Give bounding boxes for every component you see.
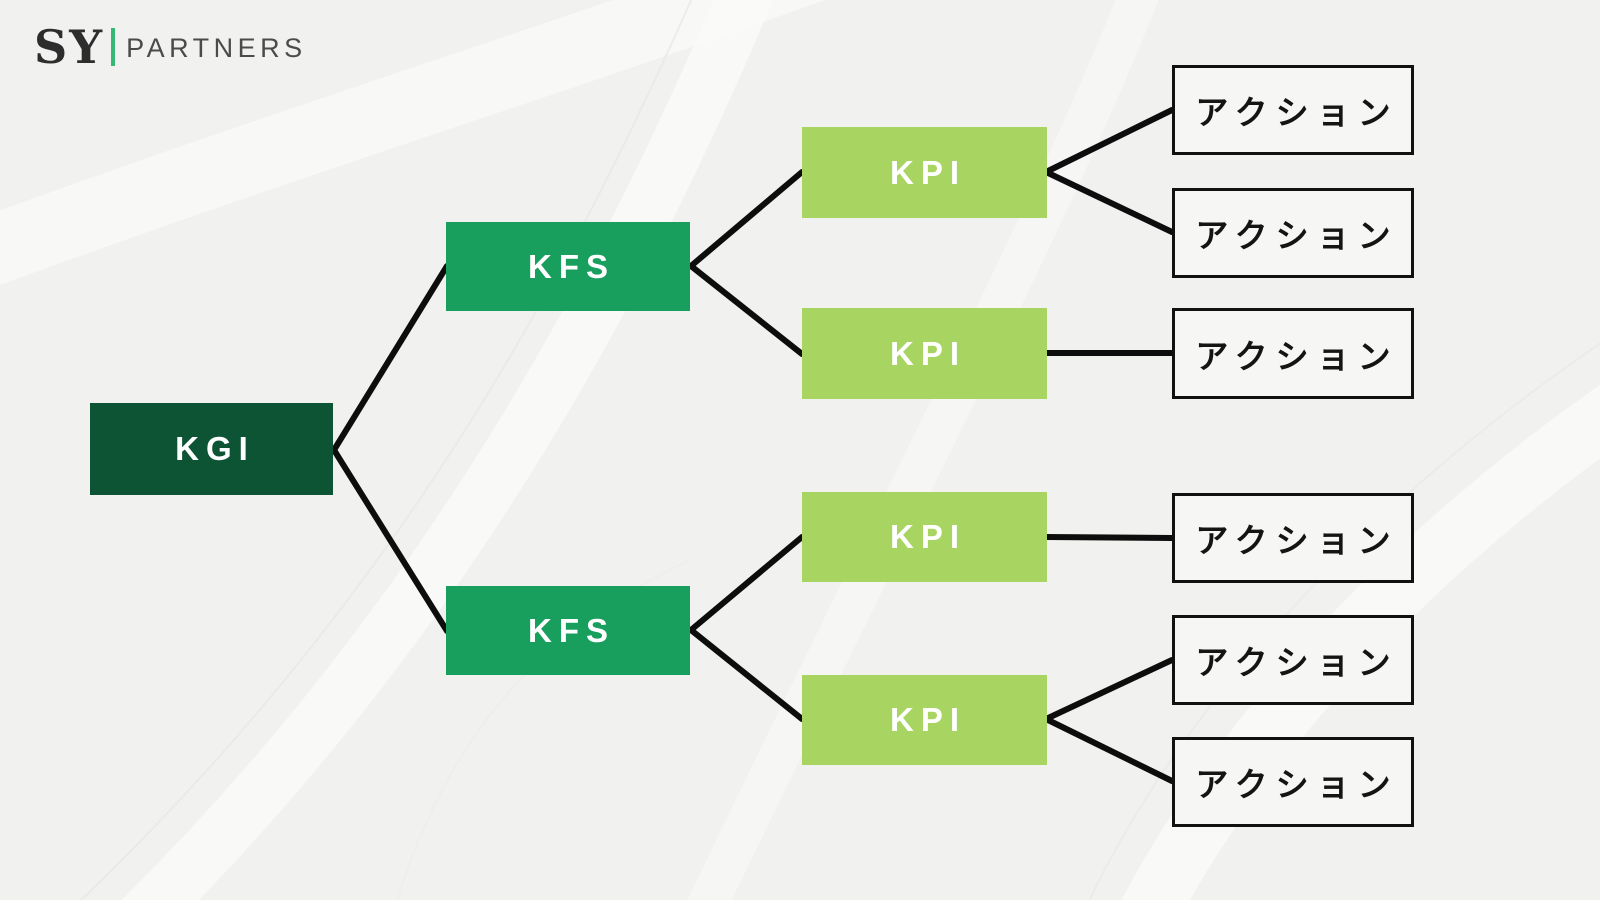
logo-divider-bar [111, 28, 116, 66]
node-kpi-3: KPI [802, 492, 1047, 582]
node-action-3: アクション [1172, 308, 1414, 399]
node-kpi-4: KPI [802, 675, 1047, 765]
connector-kpi4-action5 [1043, 657, 1175, 722]
connector-kpi3-action4 [1043, 534, 1175, 541]
node-action-1: アクション [1172, 65, 1414, 155]
connector-kgi-kfs2 [331, 447, 450, 634]
node-action-5: アクション [1172, 615, 1414, 705]
node-kfs-2: KFS [446, 586, 690, 675]
connector-kpi4-action6 [1043, 716, 1175, 784]
connector-kfs2-kpi3 [688, 534, 805, 633]
logo: SY PARTNERS [34, 20, 307, 74]
node-kfs-1: KFS [446, 222, 690, 311]
node-action-4: アクション [1172, 493, 1414, 583]
node-kgi: KGI [90, 403, 333, 495]
connector-kfs2-kpi4 [688, 627, 805, 722]
node-kpi-1: KPI [802, 127, 1047, 218]
connector-kfs1-kpi2 [688, 263, 805, 357]
node-kpi-2: KPI [802, 308, 1047, 399]
node-action-6: アクション [1172, 737, 1414, 827]
connector-kpi1-action2 [1043, 169, 1175, 235]
logo-mark: SY [34, 20, 105, 74]
connector-kgi-kfs1 [331, 263, 450, 453]
node-action-2: アクション [1172, 188, 1414, 278]
connector-kfs1-kpi1 [688, 169, 805, 269]
connector-kpi1-action1 [1043, 107, 1175, 175]
logo-name: PARTNERS [126, 32, 307, 63]
